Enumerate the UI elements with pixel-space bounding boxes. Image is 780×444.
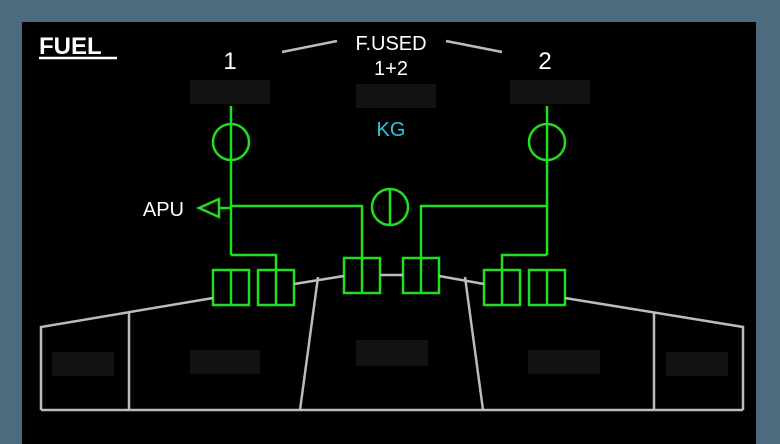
engine-2-label: 2 xyxy=(538,48,551,75)
center-tank-left-wall xyxy=(298,276,320,411)
right-inner-tank-qty xyxy=(528,350,600,374)
engine-2-fuel-used-value xyxy=(510,80,590,104)
left-outer-tank-outline xyxy=(39,296,214,410)
right-outer-tank-qty xyxy=(666,352,728,376)
fuel-used-label: F.USED xyxy=(355,33,426,55)
fuel-used-total-value xyxy=(356,84,436,108)
center-tank-right-wall xyxy=(463,276,485,411)
crossfeed-line-left xyxy=(231,204,364,258)
right-outer-tank-outline xyxy=(564,296,745,410)
fuel-used-bracket-left xyxy=(281,39,338,54)
left-inner-tank-top xyxy=(293,274,345,286)
left-inner-tank-qty xyxy=(190,350,260,374)
left-pump-manifold xyxy=(231,253,278,270)
right-inner-tank-top xyxy=(438,274,485,286)
page-title: FUEL xyxy=(39,33,102,60)
crossfeed-line-right xyxy=(419,204,547,258)
right-pump-manifold xyxy=(500,253,547,270)
unit-label: KG xyxy=(377,119,406,141)
center-tank-qty xyxy=(356,340,428,366)
apu-label: APU xyxy=(143,199,184,221)
engine-1-fuel-used-value xyxy=(190,80,270,104)
engine-1-label: 1 xyxy=(223,48,236,75)
left-outer-tank-qty xyxy=(52,352,114,376)
apu-feed-triangle-icon xyxy=(195,197,221,219)
fuel-used-bracket-right xyxy=(445,39,503,54)
fuel-used-sub: 1+2 xyxy=(374,58,408,80)
